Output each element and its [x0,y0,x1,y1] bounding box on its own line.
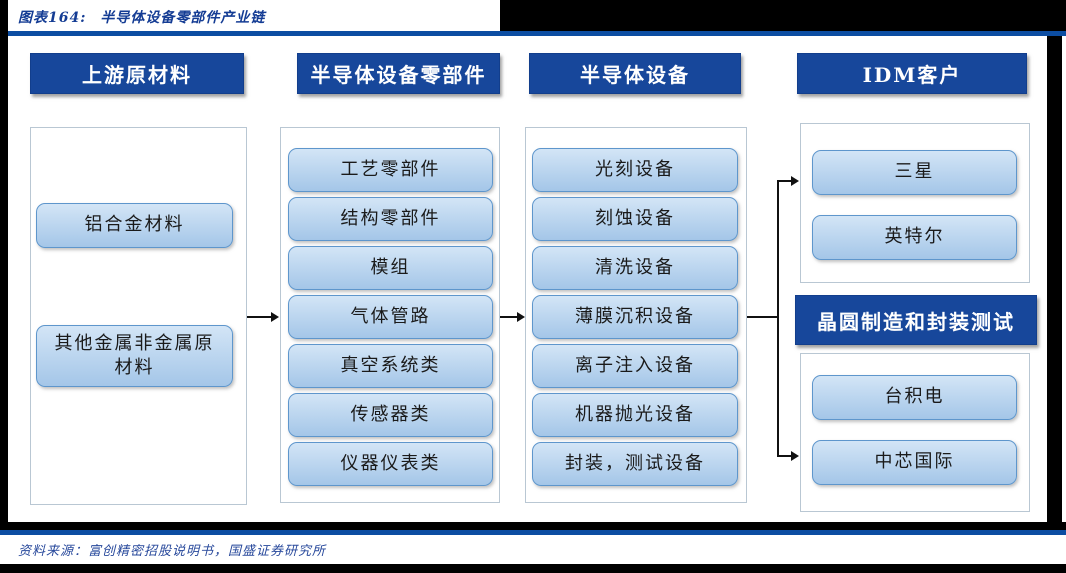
node-gas-lines: 气体管路 [288,295,493,339]
node-aluminum-alloy: 铝合金材料 [36,203,233,248]
node-intel: 英特尔 [812,215,1017,260]
top-black-band [500,0,1066,31]
node-samsung: 三星 [812,150,1017,195]
figure-title: 半导体设备零部件产业链 [100,10,266,26]
node-sensors: 传感器类 [288,393,493,437]
connector-col1-col2-line [247,316,272,318]
node-vacuum-systems: 真空系统类 [288,344,493,388]
connector-branch-vertical-line [777,180,779,457]
left-frame-bar [0,0,8,522]
node-process-parts: 工艺零部件 [288,148,493,192]
connector-col2-col3-line [500,316,518,318]
node-ion-implantation-equipment: 离子注入设备 [532,344,738,388]
node-thin-film-deposition-equipment: 薄膜沉积设备 [532,295,738,339]
column-header-components: 半导体设备零部件 [297,53,500,94]
connector-branch-top-arrowhead [791,176,799,186]
connector-branch-bottom-arrowhead [791,451,799,461]
node-structural-parts: 结构零部件 [288,197,493,241]
node-lithography-equipment: 光刻设备 [532,148,738,192]
connector-col1-col2-arrowhead [271,312,279,322]
bottom-rule [0,530,1066,535]
top-rule [0,31,1066,36]
source-note: 资料来源：富创精密招股说明书，国盛证券研究所 [18,544,327,559]
container-raw-materials [30,127,247,505]
node-smic: 中芯国际 [812,440,1017,485]
node-packaging-testing-equipment: 封装，测试设备 [532,442,738,486]
bottom-frame-bar [0,522,1066,530]
connector-col2-col3-arrowhead [517,312,525,322]
node-instruments: 仪器仪表类 [288,442,493,486]
node-modules: 模组 [288,246,493,290]
figure-number: 图表164: [18,10,87,26]
node-other-metal-nonmetal: 其他金属非金属原材料 [36,325,233,387]
column-header-raw-materials: 上游原材料 [30,53,244,94]
header-wafer-fab-and-packaging-testing: 晶圆制造和封装测试 [795,295,1037,345]
connector-branch-top-line [777,180,792,182]
node-cleaning-equipment: 清洗设备 [532,246,738,290]
node-machine-polishing-equipment: 机器抛光设备 [532,393,738,437]
connector-col3-branch-line [747,316,778,318]
column-header-idm-customers: IDM客户 [797,53,1027,94]
node-tsmc: 台积电 [812,375,1017,420]
connector-branch-bottom-line [777,455,792,457]
right-frame-bar [1047,36,1062,522]
figure-caption: 图表164: 半导体设备零部件产业链 [18,7,265,27]
column-header-equipment: 半导体设备 [529,53,741,94]
node-etching-equipment: 刻蚀设备 [532,197,738,241]
bottom-black-band [0,564,1066,573]
